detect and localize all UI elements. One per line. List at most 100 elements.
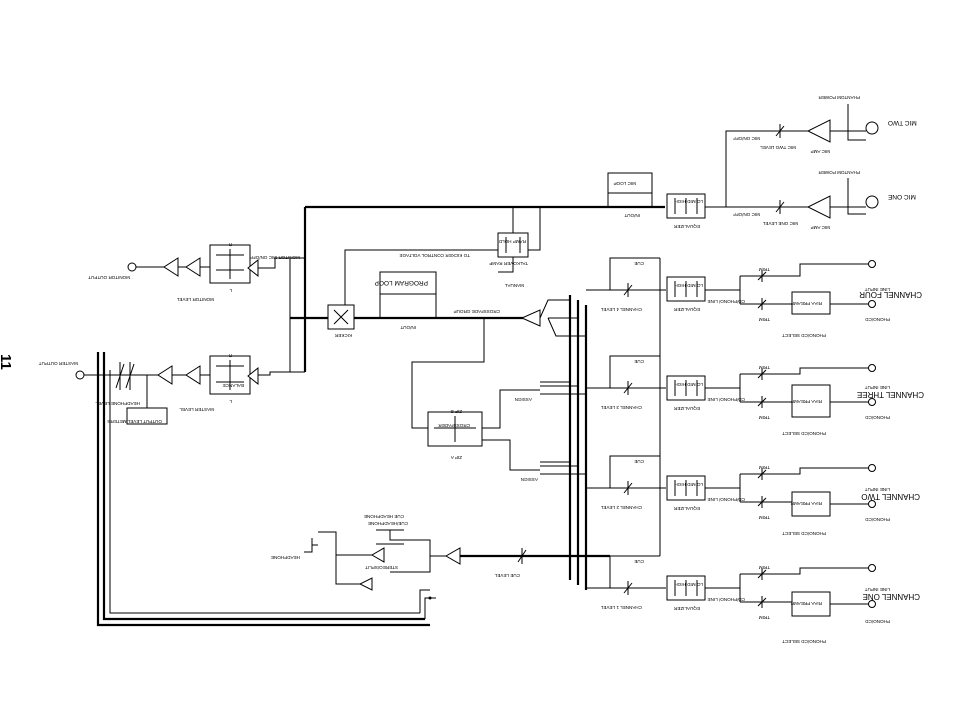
mic-equalizer-label: EQUALIZER bbox=[673, 224, 700, 229]
crossfader-label: CROSSFADER bbox=[438, 423, 470, 428]
program-loop-box bbox=[379, 271, 437, 295]
talkover-ramp-label: TALKOVER RAMP bbox=[489, 261, 528, 266]
main-buses bbox=[96, 205, 665, 627]
cue-pgm-headphone-label: CUE/HEADPHONE bbox=[368, 521, 408, 526]
riaa-preamp-1-box bbox=[791, 591, 831, 617]
equalizer-2-label: EQUALIZER bbox=[673, 506, 700, 511]
cue-level-label: CUE LEVEL bbox=[494, 573, 520, 578]
master-letter-r: R bbox=[228, 353, 232, 358]
cue-ch2: CUE bbox=[634, 459, 644, 464]
ch3-line-jack bbox=[868, 364, 876, 372]
headphone-amp-2 bbox=[358, 577, 373, 591]
ch4-phono-jack bbox=[868, 300, 876, 308]
master-level-amp bbox=[185, 365, 201, 385]
cue-ch4: CUE bbox=[634, 261, 644, 266]
cd-phono-line-4: CD/PHONO/ LINE bbox=[707, 299, 745, 304]
phono-cd-select-3: PHONO/CD SELECT bbox=[782, 431, 826, 436]
mic-two-jack bbox=[865, 121, 879, 135]
mic-amp-2-label: MIC AMP bbox=[811, 149, 830, 154]
mic-on-off-1: MIC ON/OFF bbox=[733, 212, 760, 217]
riaa-preamp-3-box bbox=[791, 384, 831, 418]
cd-phono-line-3: CD/PHONO/ LINE bbox=[707, 397, 745, 402]
equalizer-1-label: EQUALIZER bbox=[673, 606, 700, 611]
riaa-preamp-3: RIAA PREAMP bbox=[791, 399, 822, 404]
talkover-ramp-box bbox=[497, 232, 529, 258]
ch4-line-jack bbox=[868, 260, 876, 268]
mic-section: MIC ONE MIC TWO PHANTOM POWER PHANTOM PO… bbox=[607, 95, 917, 230]
trim-4a: TRIM bbox=[759, 267, 770, 272]
monitor-out-amp bbox=[163, 257, 179, 277]
trim-3b: TRIM bbox=[759, 415, 770, 420]
phono-cd-1: PHONO/CD bbox=[865, 619, 890, 624]
phantom-power-1: PHANTOM POWER bbox=[818, 170, 860, 175]
eq-bands-3: LO MID HIGH bbox=[674, 382, 703, 387]
ch2-phono-jack bbox=[868, 500, 876, 508]
mic-loop-label: MIC LOOP bbox=[614, 181, 636, 186]
mic-eq-bands: LO MID HIGH bbox=[674, 199, 703, 204]
mic-amp-2 bbox=[806, 119, 831, 143]
program-loop-label: PROGRAM LOOP bbox=[375, 279, 428, 286]
riaa-preamp-1: RIAA PREAMP bbox=[791, 601, 822, 606]
channel-two: CUE CHANNEL 2 LEVEL LO MID HIGH EQUALIZE… bbox=[586, 455, 920, 536]
riaa-preamp-4: RIAA PREAMP bbox=[791, 301, 822, 306]
program-in-out-label: IN/OUT bbox=[400, 325, 416, 330]
zip-b-label: ZIP B bbox=[451, 409, 462, 414]
phono-cd-3: PHONO/CD bbox=[865, 415, 890, 420]
channel-two-label: CHANNEL TWO bbox=[861, 492, 920, 501]
master-letter-l: L bbox=[229, 399, 232, 404]
mic-two-level: MIC TWO LEVEL bbox=[760, 145, 796, 150]
trim-3a: TRIM bbox=[759, 365, 770, 370]
mic-on-off-2: MIC ON/OFF bbox=[733, 136, 760, 141]
channel-one: CUE CHANNEL 1 LEVEL LO MID HIGH EQUALIZE… bbox=[586, 555, 921, 644]
trim-1b: TRIM bbox=[759, 615, 770, 620]
channel-three: CUE CHANNEL 3 LEVEL LO MID HIGH EQUALIZE… bbox=[586, 355, 924, 436]
mic-amp-1 bbox=[806, 195, 831, 219]
monitor-output-jack bbox=[127, 262, 137, 272]
riaa-preamp-4-box bbox=[791, 291, 831, 315]
mic-one-jack bbox=[865, 195, 879, 209]
ch1-line-jack bbox=[868, 564, 876, 572]
phono-cd-2: PHONO/CD bbox=[865, 517, 890, 522]
master-out-amp bbox=[157, 365, 173, 385]
stereo-split-label: STEREO/SPLIT bbox=[365, 565, 398, 570]
eq-bands-1: LO MID HIGH bbox=[674, 582, 703, 587]
master-buffer bbox=[247, 366, 259, 386]
junction-dot bbox=[428, 596, 432, 600]
crossfader-section: CROSSFADER ZIP B ZIP A ASSIGN ASSIGN bbox=[411, 299, 586, 482]
line-input-3: LINE INPUT bbox=[865, 385, 890, 390]
channel-one-label: CHANNEL ONE bbox=[863, 592, 921, 601]
cd-phono-line-1: CD/PHONO/ LINE bbox=[707, 597, 745, 602]
cue-section: CUE LEVEL CUE HEADPHONE CUE/HEADPHONE ST… bbox=[271, 258, 661, 619]
trim-2b: TRIM bbox=[759, 515, 770, 520]
monitor-section: R L MONITOR OUTPUT MONITOR LEVEL MONITOR… bbox=[88, 242, 305, 372]
monitor-level-amp bbox=[185, 257, 201, 277]
headphone-label: HEADPHONE bbox=[271, 555, 300, 560]
talkover-section: RAMP HOLD TALKOVER RAMP MANUAL TO KICKER… bbox=[344, 207, 541, 318]
cue-headphone-label: CUE HEADPHONE bbox=[364, 514, 404, 519]
cd-phono-line-2: CD/PHONO/ LINE bbox=[707, 497, 745, 502]
output-level-meters-label: OUTPUT LEVEL METERS bbox=[107, 419, 162, 424]
kicker-label: KICKER bbox=[334, 333, 352, 338]
eq-bands-4: LO MID HIGH bbox=[674, 283, 703, 288]
balance-label: BALANCE bbox=[223, 383, 244, 388]
line-input-4: LINE INPUT bbox=[865, 287, 890, 292]
channel-four: CUE CHANNEL 4 LEVEL LO MID HIGH EQUALIZE… bbox=[586, 257, 922, 338]
trim-4b: TRIM bbox=[759, 317, 770, 322]
channel-level-3: CHANNEL 3 LEVEL bbox=[600, 405, 642, 410]
mic-loop-box bbox=[607, 172, 653, 194]
master-level-label: MASTER LEVEL bbox=[179, 407, 214, 412]
line-input-2: LINE INPUT bbox=[865, 487, 890, 492]
channel-level-2: CHANNEL 2 LEVEL bbox=[600, 505, 642, 510]
zip-a-label: ZIP A bbox=[450, 455, 462, 460]
mic-amp-1-label: MIC AMP bbox=[811, 225, 830, 230]
ch1-phono-jack bbox=[868, 600, 876, 608]
trim-1a: TRIM bbox=[759, 565, 770, 570]
ch2-line-jack bbox=[868, 464, 876, 472]
channel-four-label: CHANNEL FOUR bbox=[859, 290, 922, 299]
riaa-preamp-2-box bbox=[791, 491, 831, 517]
headphone-level-label: HEADPHONE LEVEL bbox=[95, 401, 140, 406]
headphone-amp-1 bbox=[371, 547, 385, 563]
mic-two-label: MIC TWO bbox=[888, 119, 917, 126]
